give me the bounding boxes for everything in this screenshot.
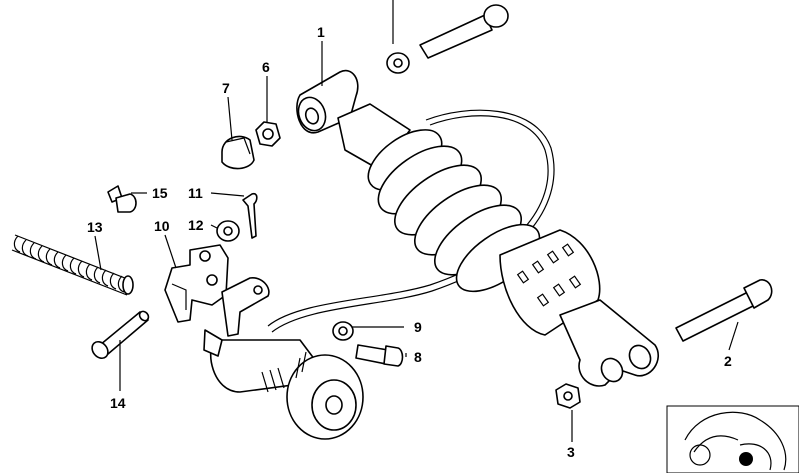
callout-9: 9	[414, 319, 422, 335]
cap-nut	[221, 135, 255, 170]
callout-6: 6	[262, 59, 270, 75]
callout-13: 13	[87, 219, 103, 235]
callout-3: 3	[567, 444, 575, 460]
callout-15: 15	[152, 185, 168, 201]
shock-absorber	[296, 69, 659, 387]
motorcycle-thumbnail-icon	[666, 405, 799, 473]
callout-12: 12	[188, 217, 204, 233]
tension-spring	[11, 234, 134, 296]
cotter-pin	[242, 192, 258, 239]
hex-nut	[255, 121, 281, 147]
reservoir-bolt	[355, 344, 404, 367]
reservoir-washer	[332, 321, 354, 341]
callout-10: 10	[154, 218, 170, 234]
location-marker	[739, 452, 753, 466]
callout-8: 8	[414, 349, 422, 365]
pin-washer	[216, 220, 240, 242]
adjuster-screw	[107, 185, 137, 213]
lower-mount-bolt	[675, 279, 773, 342]
clevis-pin	[91, 310, 150, 360]
remote-reservoir	[203, 277, 364, 440]
callout-14: 14	[110, 395, 126, 411]
leader-lines	[94, 41, 739, 442]
upper-mount-bolt	[419, 4, 509, 59]
upper-washer	[386, 52, 410, 74]
lock-nut	[555, 383, 581, 409]
callout-7: 7	[222, 80, 230, 96]
callout-11: 11	[188, 185, 203, 201]
callout-2: 2	[724, 353, 732, 369]
reservoir-bracket	[164, 244, 229, 323]
callout-1: 1	[317, 24, 325, 40]
